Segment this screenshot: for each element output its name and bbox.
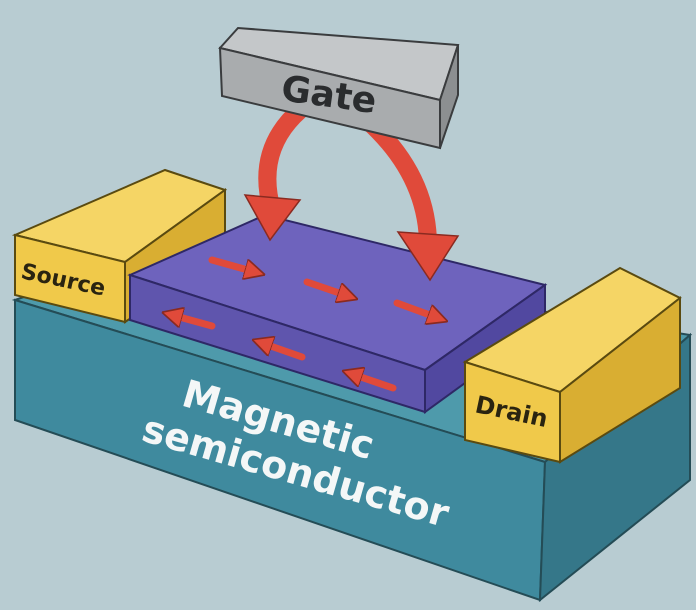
arrowhead-left-icon — [243, 194, 302, 242]
spin-arrow-right-icon — [393, 299, 438, 318]
arrowhead-right-icon — [396, 231, 460, 282]
curved-arrow-left-icon — [258, 103, 307, 213]
spin-arrows — [172, 256, 438, 392]
spin-arrow-left-icon — [172, 315, 216, 330]
spin-arrow-right-icon — [208, 256, 255, 272]
gate-electrode — [218, 26, 460, 150]
spin-arrow-left-icon — [352, 374, 397, 392]
drain-contact — [462, 266, 682, 464]
spin-arrow-left-icon — [262, 343, 306, 361]
spin-arrow-right-icon — [303, 278, 348, 296]
